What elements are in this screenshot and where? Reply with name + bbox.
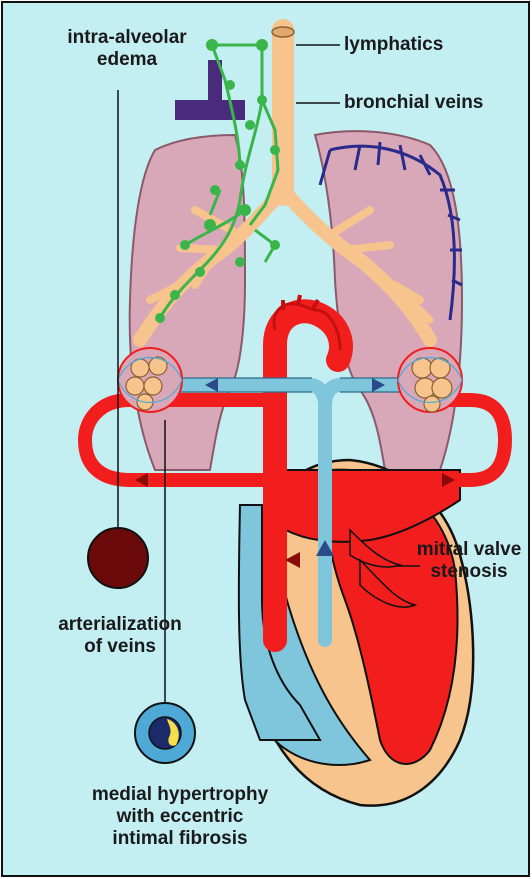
label-bronchial-veins: bronchial veins [344,92,483,114]
arterialized-vein-section [88,528,148,588]
label-arterialization-line2: of veins [30,636,210,658]
alveolar-unit-right [398,348,462,412]
label-medial-hypertrophy-line3: intimal fibrosis [70,828,290,850]
label-mitral-valve-stenosis-line1: mitral valve [414,539,524,561]
label-lymphatics: lymphatics [344,34,443,56]
label-intra-alveolar-edema-line1: intra-alveolar [62,27,192,49]
label-medial-hypertrophy-line2: with eccentric [70,806,290,828]
label-intra-alveolar-edema: intra-alveolar edema [62,27,192,71]
medial-hypertrophy-section [135,703,195,763]
alveolar-unit-left [118,348,182,412]
label-medial-hypertrophy-line1: medial hypertrophy [70,784,290,806]
label-mitral-valve-stenosis-line2: stenosis [414,561,524,583]
trachea-top [272,27,294,37]
label-intra-alveolar-edema-line2: edema [62,49,192,71]
label-arterialization-line1: arterialization [30,614,210,636]
label-medial-hypertrophy: medial hypertrophy with eccentric intima… [70,784,290,850]
label-mitral-valve-stenosis: mitral valve stenosis [414,539,524,583]
label-arterialization-of-veins: arterialization of veins [30,614,210,658]
